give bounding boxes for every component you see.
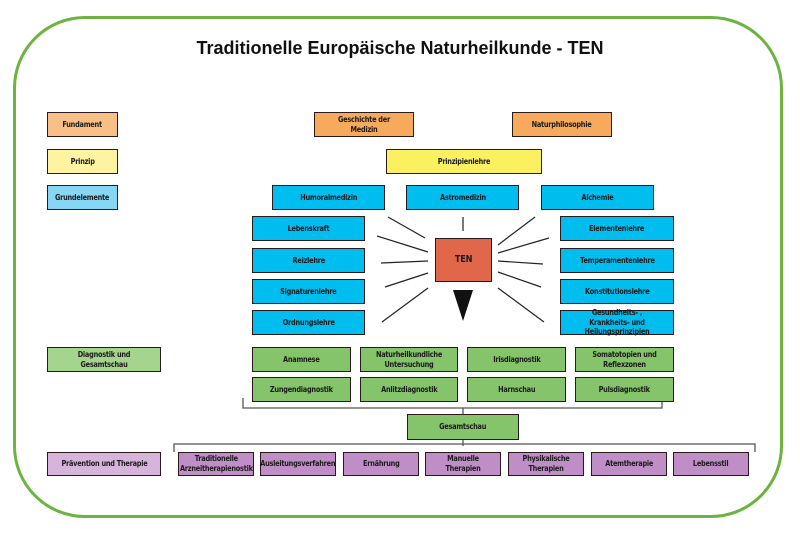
box-heilungsprinzipien: Gesundheits- , Krankheits- und Heilungsp… xyxy=(560,308,674,336)
box-irisdiagnostik: Irisdiagnostik xyxy=(467,347,566,372)
therapie-bracket xyxy=(173,443,756,452)
box-lebenskraft: Lebenskraft xyxy=(252,216,365,241)
box-atemtherapie: Atemtherapie xyxy=(591,452,667,476)
box-geschichte-der-medizin: Geschichte der Medizin xyxy=(314,112,414,137)
box-ten-center: TEN xyxy=(435,238,492,282)
legend-grundelemente: Grundelemente xyxy=(47,185,118,210)
box-ernaehrung: Ernährung xyxy=(343,452,419,476)
ray-line xyxy=(497,271,542,288)
down-arrow-icon xyxy=(453,290,473,321)
legend-diagnostik: Diagnostik und Gesamtschau xyxy=(47,347,161,372)
box-anlitzdiagnostik: Anlitzdiagnostik xyxy=(360,377,458,402)
ray-line xyxy=(497,260,544,265)
box-pulsdiagnostik: Pulsdiagnostik xyxy=(575,377,674,402)
box-anamnese: Anamnese xyxy=(252,347,351,372)
box-alchemie: Alchemie xyxy=(541,185,654,210)
rounded-frame xyxy=(13,16,783,518)
ray-line xyxy=(497,216,536,246)
ray-line xyxy=(380,260,429,264)
box-manuelle-therapien: Manuelle Therapien xyxy=(425,452,501,476)
box-ausleitungsverfahren: Ausleitungsverfahren xyxy=(260,452,336,476)
ray-line xyxy=(376,235,429,253)
box-prinzipienlehre: Prinzipienlehre xyxy=(386,149,542,174)
diagnostik-bracket xyxy=(242,398,663,409)
box-astromedizin: Astromedizin xyxy=(406,185,519,210)
legend-prinzip: Prinzip xyxy=(47,149,118,174)
ray-line xyxy=(497,287,545,323)
box-harnschau: Harnschau xyxy=(467,377,566,402)
box-zungendiagnostik: Zungendiagnostik xyxy=(252,377,351,402)
box-naturphilosophie: Naturphilosophie xyxy=(512,112,612,137)
box-lebensstil: Lebensstil xyxy=(673,452,749,476)
box-naturheilkundliche-untersuchung: Naturheilkundliche Untersuchung xyxy=(360,347,458,372)
box-signaturenlehre: Signaturenlehre xyxy=(252,279,365,304)
legend-therapie: Prävention und Therapie xyxy=(47,452,161,476)
ray-line xyxy=(387,216,426,239)
page-title: Traditionelle Europäische Naturheilkunde… xyxy=(196,38,604,58)
box-elementenlehre: Elementenlehre xyxy=(560,216,674,241)
box-konstitutionslehre: Konstitutionslehre xyxy=(560,279,674,304)
ray-line xyxy=(497,237,550,254)
box-humoralmedizin: Humoralmedizin xyxy=(272,185,385,210)
ray-line xyxy=(384,272,429,288)
box-somatotopien: Somatotopien und Reflexzonen xyxy=(575,347,674,372)
box-arzneitherapie: Traditionelle Arzneitherapienostik xyxy=(178,452,254,476)
box-temperamentenlehre: Temperamentenlehre xyxy=(560,248,674,273)
legend-fundament: Fundament xyxy=(47,112,118,137)
box-physikalische-therapien: Physikalische Therapien xyxy=(508,452,584,476)
ray-line xyxy=(381,287,429,323)
box-reizlehre: Reizlehre xyxy=(252,248,365,273)
box-gesamtschau: Gesamtschau xyxy=(407,414,519,440)
box-ordnungslehre: Ordnungslehre xyxy=(252,310,365,335)
